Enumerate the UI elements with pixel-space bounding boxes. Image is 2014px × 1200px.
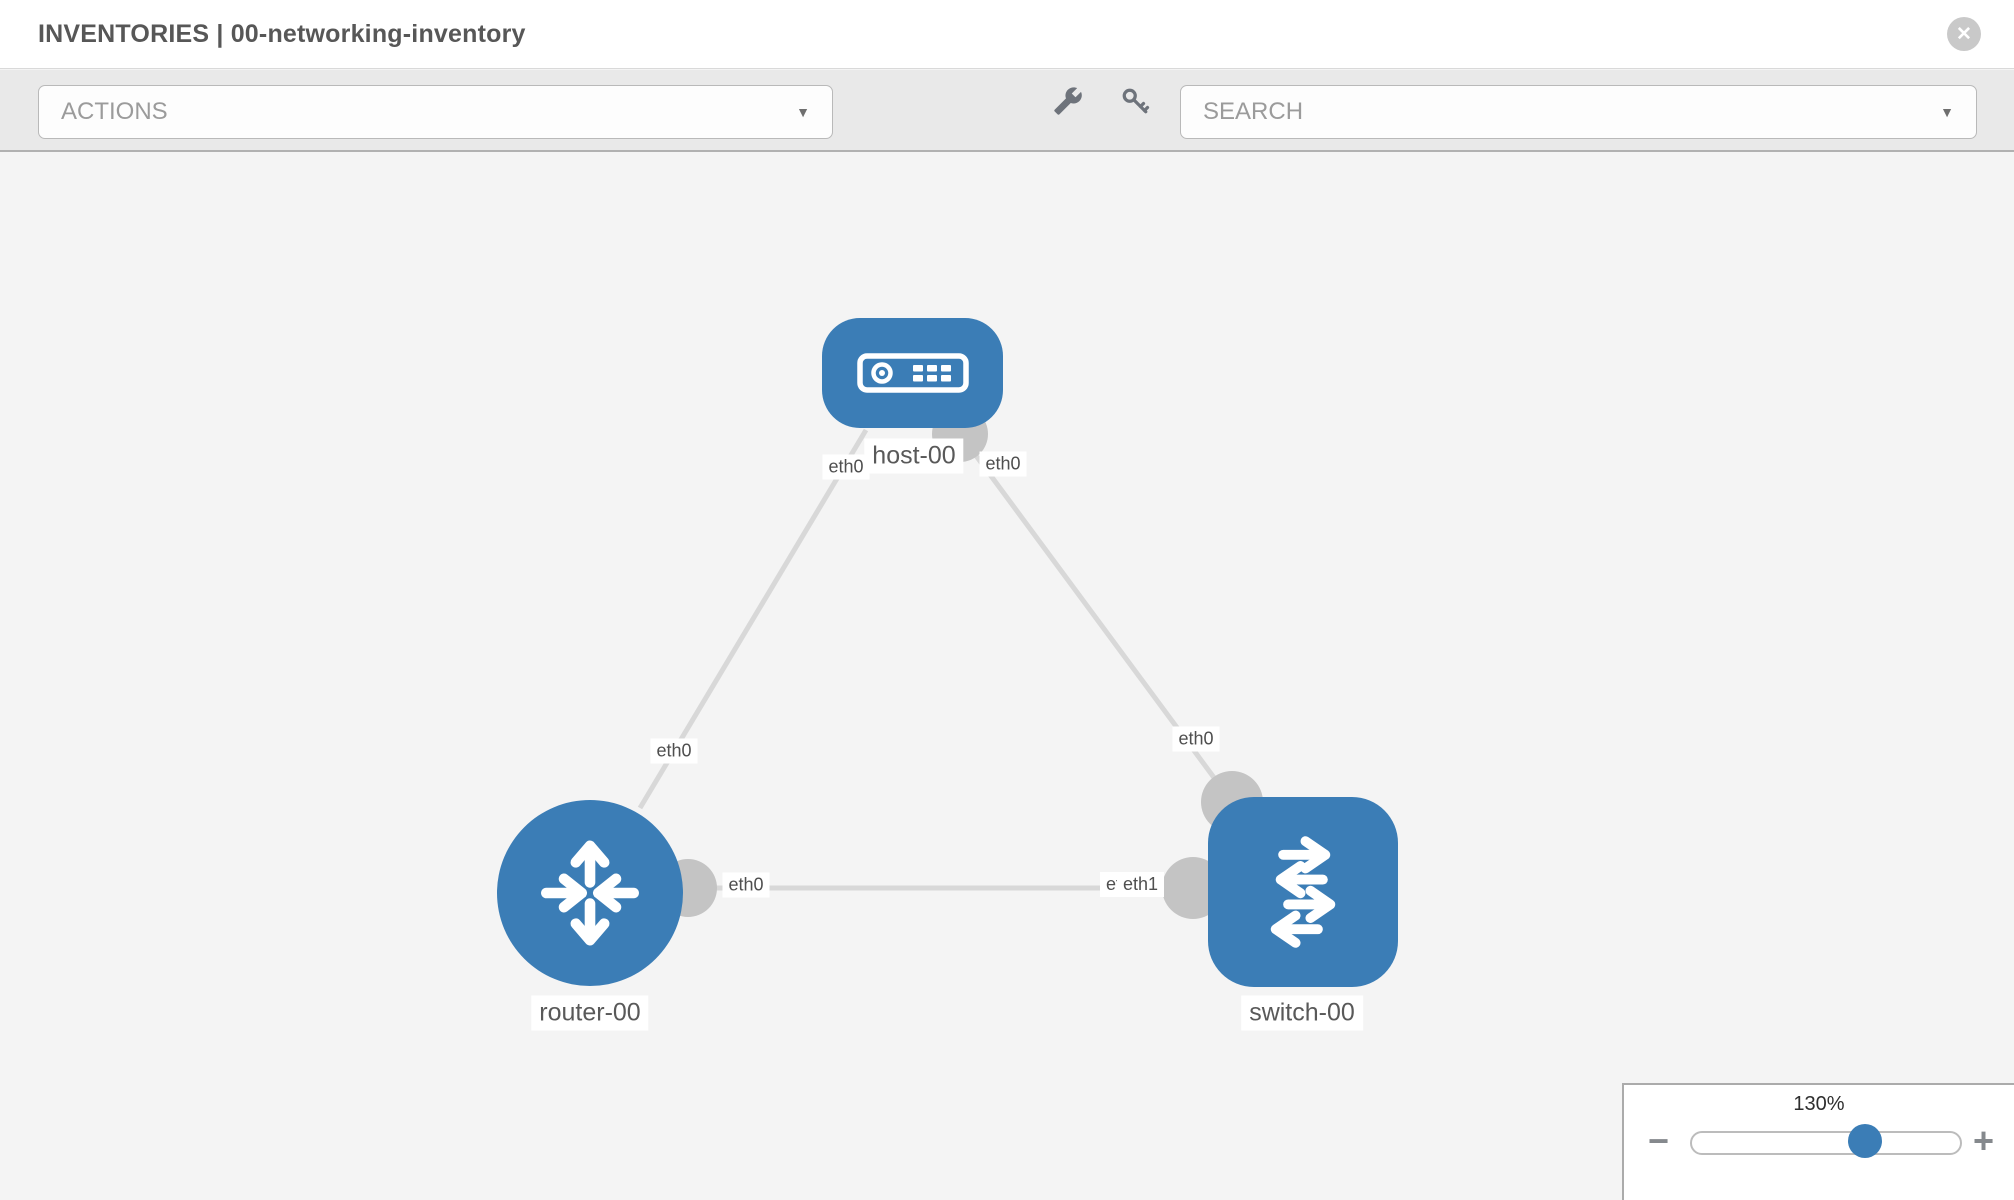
if-label-switch-eth1: eth1 bbox=[1117, 872, 1165, 897]
toolbar: ACTIONS ▼ SEARCH ▼ bbox=[0, 70, 2014, 152]
page-title: INVENTORIES | 00-networking-inventory bbox=[38, 19, 526, 48]
header: INVENTORIES | 00-networking-inventory ✕ bbox=[0, 0, 2014, 69]
caret-down-icon: ▼ bbox=[796, 104, 810, 120]
switch-icon bbox=[1270, 836, 1336, 948]
close-icon: ✕ bbox=[1956, 23, 1972, 45]
zoom-slider-handle[interactable] bbox=[1848, 1124, 1882, 1158]
if-label-router-eth0-up: eth0 bbox=[650, 738, 698, 764]
wrench-icon[interactable] bbox=[1051, 84, 1085, 118]
if-label-host-eth0-left: eth0 bbox=[822, 454, 870, 480]
links-layer bbox=[637, 406, 1263, 919]
router-icon bbox=[541, 840, 639, 946]
if-label-router-eth0-side: eth0 bbox=[722, 872, 770, 898]
zoom-slider[interactable] bbox=[1690, 1124, 1962, 1158]
actions-dropdown-label: ACTIONS bbox=[61, 98, 168, 125]
zoom-level-value: 130% bbox=[1793, 1093, 1845, 1115]
wrench-glyph bbox=[1054, 87, 1082, 115]
node-label-host[interactable]: host-00 bbox=[864, 438, 964, 474]
zoom-out-button[interactable]: − bbox=[1648, 1120, 1670, 1161]
topology-canvas[interactable]: host-00 router-00 switch-00 eth0 eth0 et… bbox=[0, 152, 2014, 1200]
zoom-in-button[interactable]: + bbox=[1973, 1120, 1995, 1161]
key-glyph bbox=[1122, 88, 1150, 114]
host-icon bbox=[856, 353, 969, 393]
node-label-router[interactable]: router-00 bbox=[531, 995, 649, 1031]
node-switch-00[interactable] bbox=[1208, 797, 1398, 987]
actions-dropdown[interactable]: ACTIONS ▼ bbox=[38, 85, 833, 139]
node-host-00[interactable] bbox=[822, 318, 1003, 428]
zoom-panel: 130% − + bbox=[1622, 1083, 2014, 1200]
if-label-switch-eth0: eth0 bbox=[1172, 726, 1220, 752]
if-label-host-eth0-right: eth0 bbox=[979, 451, 1027, 477]
node-label-switch[interactable]: switch-00 bbox=[1241, 995, 1363, 1031]
search-placeholder: SEARCH bbox=[1203, 98, 1304, 125]
search-dropdown[interactable]: SEARCH ▼ bbox=[1180, 85, 1977, 139]
caret-down-icon: ▼ bbox=[1940, 104, 1954, 120]
key-icon[interactable] bbox=[1118, 84, 1152, 118]
node-router-00[interactable] bbox=[497, 800, 683, 986]
close-button[interactable]: ✕ bbox=[1947, 17, 1981, 51]
